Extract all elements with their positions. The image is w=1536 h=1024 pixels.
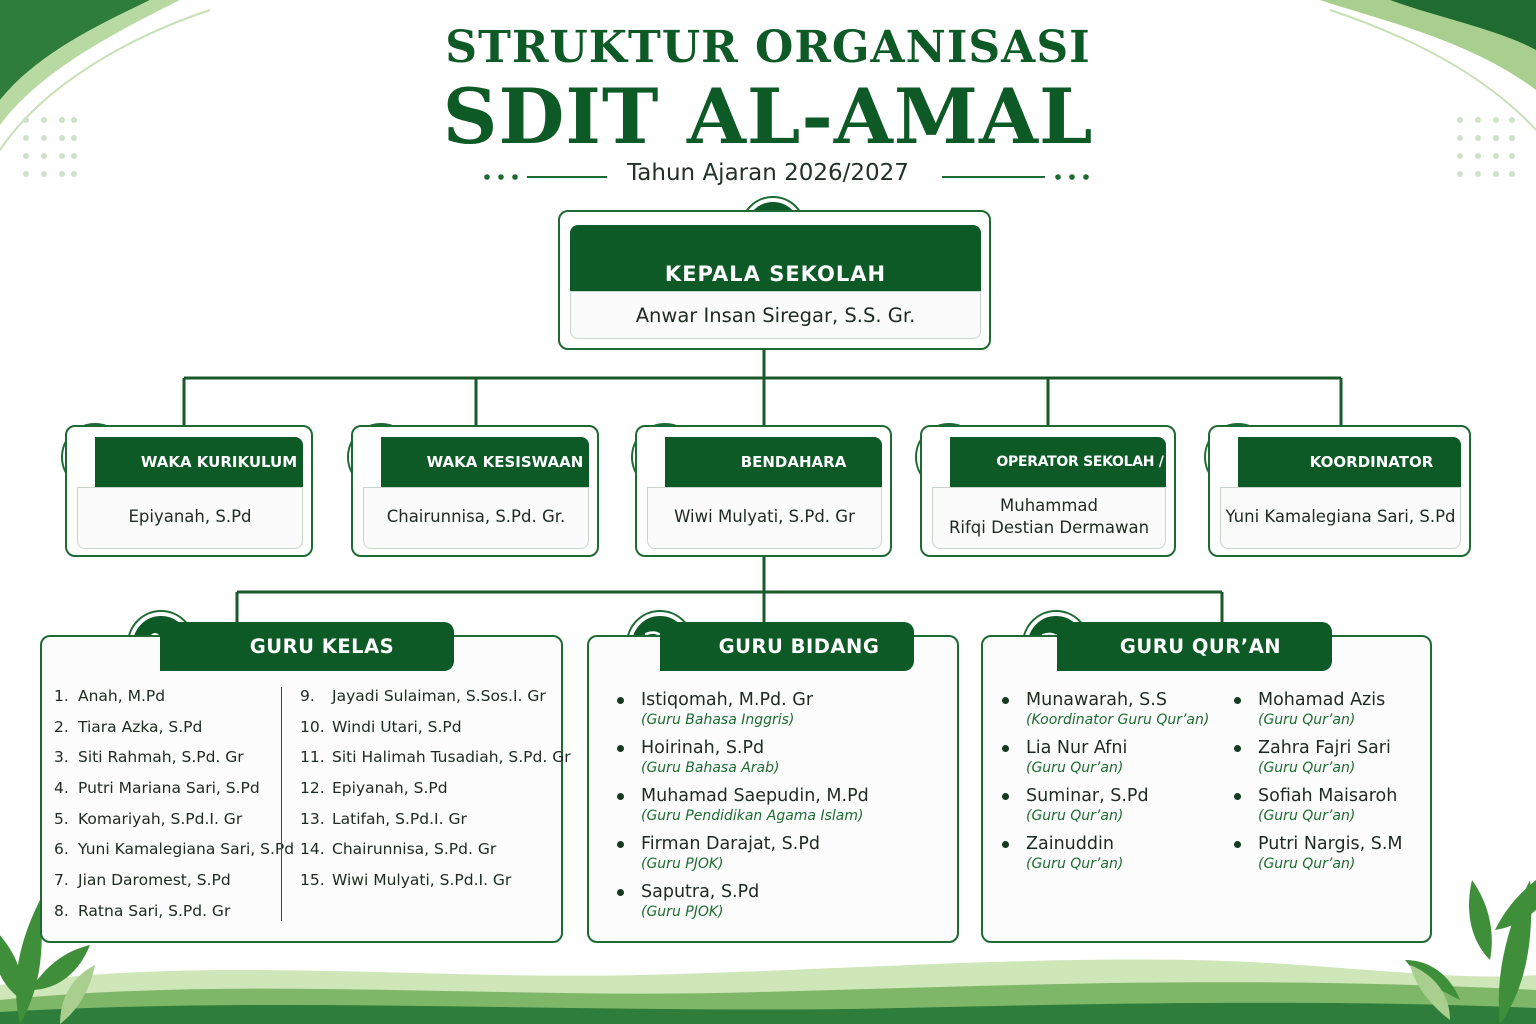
- list-item: Muhamad Saepudin, M.Pd(Guru Pendidikan A…: [615, 785, 869, 825]
- list-item: 14.Chairunnisa, S.Pd. Gr: [300, 840, 497, 859]
- staff-name-box: Chairunnisa, S.Pd. Gr.: [363, 487, 589, 549]
- list-item: 6.Yuni Kamalegiana Sari, S.Pd: [54, 840, 295, 859]
- academic-year: Tahun Ajaran 2026/2027: [627, 160, 909, 186]
- list-item: 2.Tiara Azka, S.Pd: [54, 717, 203, 736]
- staff-name-box: Yuni Kamalegiana Sari, S.Pd: [1220, 487, 1461, 549]
- staff-title: WAKA KESISWAAN: [381, 437, 589, 487]
- staff-name-line2: Rifqi Destian Dermawan: [948, 518, 1150, 537]
- list-item: 13.Latifah, S.Pd.I. Gr: [300, 809, 467, 828]
- list-item: 7.Jian Daromest, S.Pd: [54, 871, 231, 890]
- principal-name: Anwar Insan Siregar, S.S. Gr.: [635, 304, 916, 327]
- guru-bidang-card: Istiqomah, M.Pd. Gr(Guru Bahasa Inggris)…: [587, 635, 959, 943]
- staff-name: Epiyanah, S.Pd: [128, 507, 252, 526]
- list-item: 11.Siti Halimah Tusadiah, S.Pd. Gr: [300, 748, 571, 767]
- list-item: 15.Wiwi Mulyati, S.Pd.I. Gr: [300, 871, 512, 890]
- list-item: Hoirinah, S.Pd(Guru Bahasa Arab): [615, 737, 869, 777]
- list-item: 10.Windi Utari, S.Pd: [300, 717, 462, 736]
- list-item: Suminar, S.Pd(Guru Qur’an): [1000, 785, 1209, 825]
- guru-kelas-title: GURU KELAS: [160, 622, 454, 671]
- guru-quran-card: Munawarah, S.S(Koordinator Guru Qur’an) …: [981, 635, 1432, 943]
- list-item: 5.Komariyah, S.Pd.I. Gr: [54, 809, 243, 828]
- list-item: 12.Epiyanah, S.Pd: [300, 779, 448, 798]
- staff-name: Wiwi Mulyati, S.Pd. Gr: [674, 507, 855, 526]
- staff-title: BENDAHARA SEKOLAH: [665, 437, 882, 521]
- list-item: Putri Nargis, S.M(Guru Qur’an): [1232, 833, 1403, 873]
- staff-name: Chairunnisa, S.Pd. Gr.: [386, 507, 566, 526]
- principal-title: KEPALA SEKOLAH: [570, 225, 981, 291]
- staff-title: WAKA KURIKULUM: [95, 437, 303, 487]
- staff-name: Yuni Kamalegiana Sari, S.Pd: [1225, 507, 1456, 526]
- list-item: Istiqomah, M.Pd. Gr(Guru Bahasa Inggris): [615, 689, 869, 729]
- guru-quran-list-left: Munawarah, S.S(Koordinator Guru Qur’an) …: [1000, 689, 1209, 873]
- guru-bidang-list: Istiqomah, M.Pd. Gr(Guru Bahasa Inggris)…: [615, 689, 869, 921]
- list-item: Mohamad Azis(Guru Qur’an): [1232, 689, 1403, 729]
- column-divider: [281, 687, 282, 921]
- staff-card-bendahara: BENDAHARA SEKOLAH Wiwi Mulyati, S.Pd. Gr: [635, 425, 892, 557]
- guru-quran-list-right: Mohamad Azis(Guru Qur’an) Zahra Fajri Sa…: [1232, 689, 1403, 873]
- list-item: Saputra, S.Pd(Guru PJOK): [615, 881, 869, 921]
- staff-card-waka-kesiswaan: WAKA KESISWAAN Chairunnisa, S.Pd. Gr.: [351, 425, 599, 557]
- staff-card-humas: KOORDINATOR HUMAS Yuni Kamalegiana Sari,…: [1208, 425, 1471, 557]
- principal-card: KEPALA SEKOLAH Anwar Insan Siregar, S.S.…: [558, 210, 991, 350]
- list-item: Sofiah Maisaroh(Guru Qur’an): [1232, 785, 1403, 825]
- school-name: SDIT AL-AMAL: [442, 72, 1094, 161]
- list-item: Munawarah, S.S(Koordinator Guru Qur’an): [1000, 689, 1209, 729]
- guru-quran-title: GURU QUR’AN: [1057, 622, 1332, 671]
- staff-name-line1: Muhammad: [1000, 496, 1098, 515]
- principal-name-box: Anwar Insan Siregar, S.S. Gr.: [570, 291, 981, 339]
- guru-kelas-card: 1.Anah, M.Pd 2.Tiara Azka, S.Pd 3.Siti R…: [40, 635, 571, 943]
- staff-card-operator: OPERATOR SEKOLAH / TU Muhammad Rifqi Des…: [920, 425, 1176, 557]
- list-item: Firman Darajat, S.Pd(Guru PJOK): [615, 833, 869, 873]
- guru-bidang-title: GURU BIDANG: [660, 622, 914, 671]
- list-item: 3.Siti Rahmah, S.Pd. Gr: [54, 748, 244, 767]
- guru-kelas-list-right: 9.Jayadi Sulaiman, S.Sos.I. Gr 10.Windi …: [300, 687, 571, 902]
- list-item: 1.Anah, M.Pd: [54, 687, 166, 705]
- list-item: 4.Putri Mariana Sari, S.Pd: [54, 779, 260, 798]
- list-item: 8.Ratna Sari, S.Pd. Gr: [54, 901, 231, 920]
- staff-name-box: Epiyanah, S.Pd: [77, 487, 303, 549]
- list-item: 9.Jayadi Sulaiman, S.Sos.I. Gr: [300, 687, 546, 705]
- staff-name-box: Wiwi Mulyati, S.Pd. Gr: [647, 487, 882, 549]
- staff-title: KOORDINATOR HUMAS: [1238, 437, 1461, 521]
- page-title: STRUKTUR ORGANISASI: [445, 22, 1091, 73]
- staff-title: OPERATOR SEKOLAH / TU: [950, 437, 1166, 520]
- staff-name-box: Muhammad Rifqi Destian Dermawan: [932, 487, 1166, 549]
- list-item: Lia Nur Afni(Guru Qur’an): [1000, 737, 1209, 777]
- staff-card-waka-kurikulum: WAKA KURIKULUM Epiyanah, S.Pd: [65, 425, 313, 557]
- list-item: Zahra Fajri Sari(Guru Qur’an): [1232, 737, 1403, 777]
- list-item: Zainuddin(Guru Qur’an): [1000, 833, 1209, 873]
- guru-kelas-list-left: 1.Anah, M.Pd 2.Tiara Azka, S.Pd 3.Siti R…: [54, 687, 294, 933]
